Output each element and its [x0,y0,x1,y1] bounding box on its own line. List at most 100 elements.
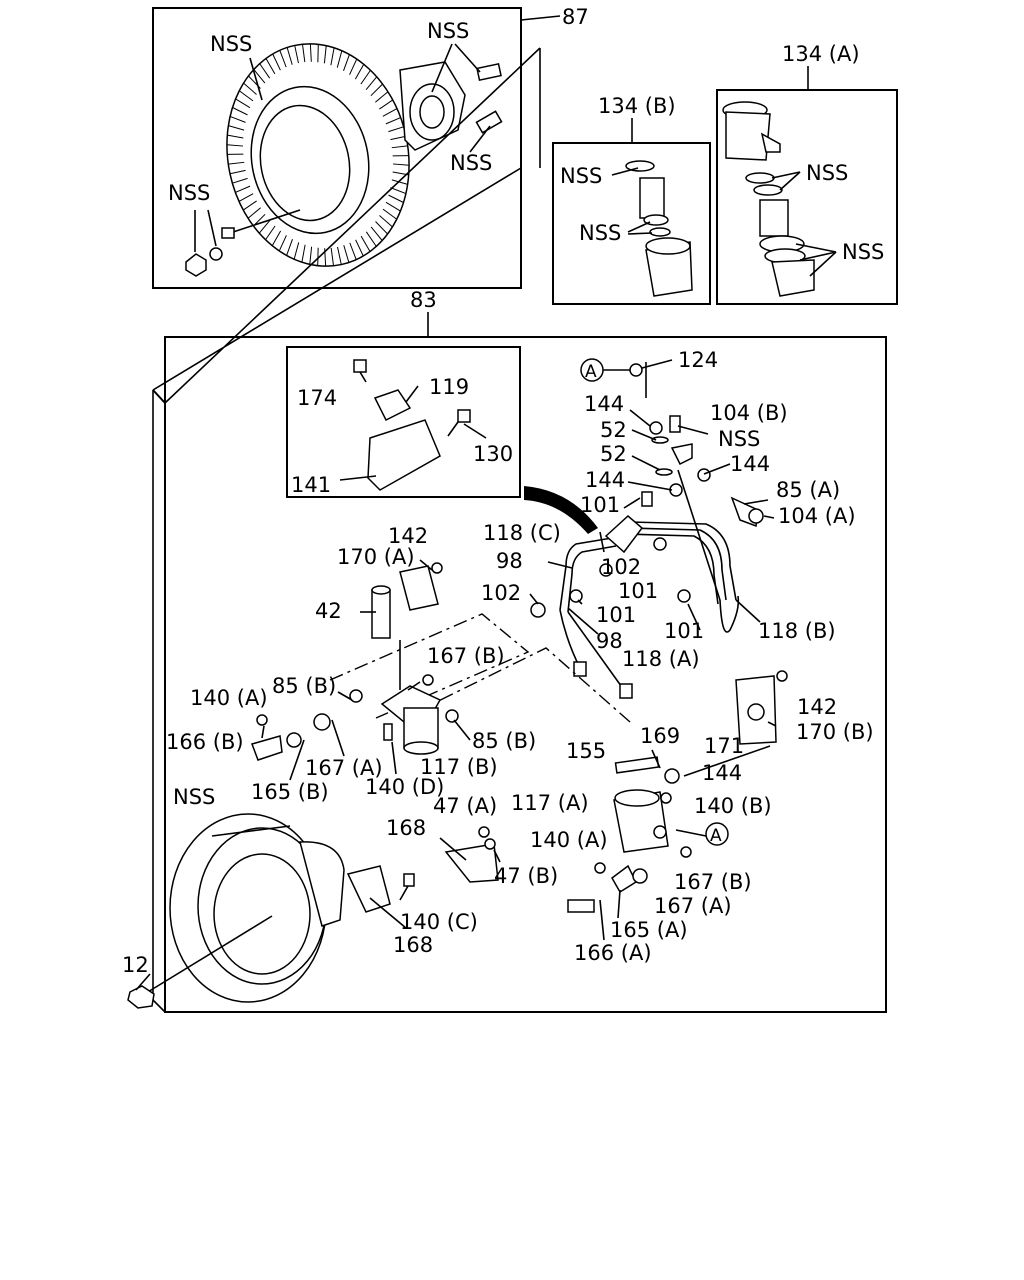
fan-fin [227,134,244,139]
label-166b: 166 (B) [166,730,244,754]
fan-fin [247,207,261,219]
flywheel-housing [127,813,415,1009]
fan-fin [229,115,246,123]
label-117a: 117 (A) [511,791,589,815]
fan-fin [390,187,407,195]
label-nss-134a-bottom: NSS [842,240,884,264]
fan-fin [385,117,401,125]
fan-fin [232,177,248,184]
fan-fin [330,47,335,66]
label-144-c: 144 [585,468,625,492]
fan-fin [379,215,393,228]
label-168-a: 168 [386,816,426,840]
label-155: 155 [566,739,606,763]
label-52-b: 52 [600,442,627,466]
label-85b-a: 85 (B) [272,674,336,698]
label-nss-fan: NSS [210,32,252,56]
label-170a: 170 (A) [337,545,415,569]
label-104b: 104 (B) [710,401,788,425]
fan-fin [354,64,365,80]
fan-fin [279,50,287,68]
label-144-d: 144 [702,761,742,785]
fan-fin [375,221,388,235]
fan-fin [323,45,327,64]
label-42: 42 [315,599,342,623]
label-171: 171 [704,734,744,758]
label-166a: 166 (A) [574,941,652,965]
label-nss-fuel: NSS [718,427,760,451]
label-nss-134b-top: NSS [560,164,602,188]
fan-fin [238,90,254,102]
group-134b [552,118,711,305]
label-98-b: 98 [596,629,623,653]
circle-a-marker-top [580,358,604,382]
fan-fin [391,145,408,149]
fan-fin [294,45,299,64]
fan-fin [382,208,398,220]
fan-fin [235,98,251,109]
leader-lines [261,359,777,929]
label-117b: 117 (B) [420,755,498,779]
small-hardware [530,363,775,618]
fan-fin [365,76,378,90]
solenoid-117a [567,670,788,941]
fan-fin [391,179,408,185]
solenoid-117b [251,613,631,781]
label-140a-a: 140 (A) [190,686,268,710]
fan-fin [286,47,293,65]
group-134a [716,66,898,305]
label-140b: 140 (B) [694,794,772,818]
label-nss-134a-top: NSS [806,161,848,185]
fan-fin [349,242,357,260]
fan-fin [286,238,293,256]
label-134b: 134 (B) [598,94,676,118]
fan-fin [379,99,394,110]
fan-fin [235,185,251,193]
label-167a-a: 167 (A) [305,756,383,780]
label-130: 130 [473,442,513,466]
fan-fin [382,108,398,117]
fan-fin [271,230,282,246]
fan-fin [349,58,358,75]
fan-fin [309,43,312,62]
label-118b: 118 (B) [758,619,836,643]
label-circle-a-bottom: A [710,826,722,846]
label-167a-b: 167 (A) [654,894,732,918]
label-141: 141 [291,473,331,497]
label-52-a: 52 [600,418,627,442]
fan-fin [228,161,245,165]
label-170b: 170 (B) [796,720,874,744]
fan-fin [337,246,342,265]
fan-fin [388,194,404,203]
label-12: 12 [122,953,149,977]
label-167b-a: 167 (B) [427,644,505,668]
fan-fin [293,242,300,260]
label-101-c: 101 [596,603,636,627]
fan-fin [330,247,335,266]
label-142-b: 142 [797,695,837,719]
fan-fin [390,135,407,141]
fan-fin [375,91,389,103]
label-101-d: 101 [664,619,704,643]
label-47b: 47 (B) [494,864,558,888]
label-circle-a-top: A [585,362,597,382]
fan-fin [370,83,383,97]
fan-fin [278,235,287,252]
fan-fin [365,231,377,247]
fan-fin [265,225,276,241]
fan-fin [226,144,244,147]
fan-fin [243,82,257,95]
label-142-a: 142 [388,524,428,548]
fan-fin [259,63,271,79]
label-102-a: 102 [601,555,641,579]
label-165a: 165 (A) [610,918,688,942]
pulley-hub [399,61,503,151]
fan-fin [355,239,364,257]
fan-fin [242,200,257,211]
fan-fin [238,193,254,202]
label-118a: 118 (A) [622,647,700,671]
group-87 [152,7,561,289]
label-165b: 165 (B) [251,780,329,804]
frame-lines [152,47,541,404]
fan-fin [301,244,306,263]
